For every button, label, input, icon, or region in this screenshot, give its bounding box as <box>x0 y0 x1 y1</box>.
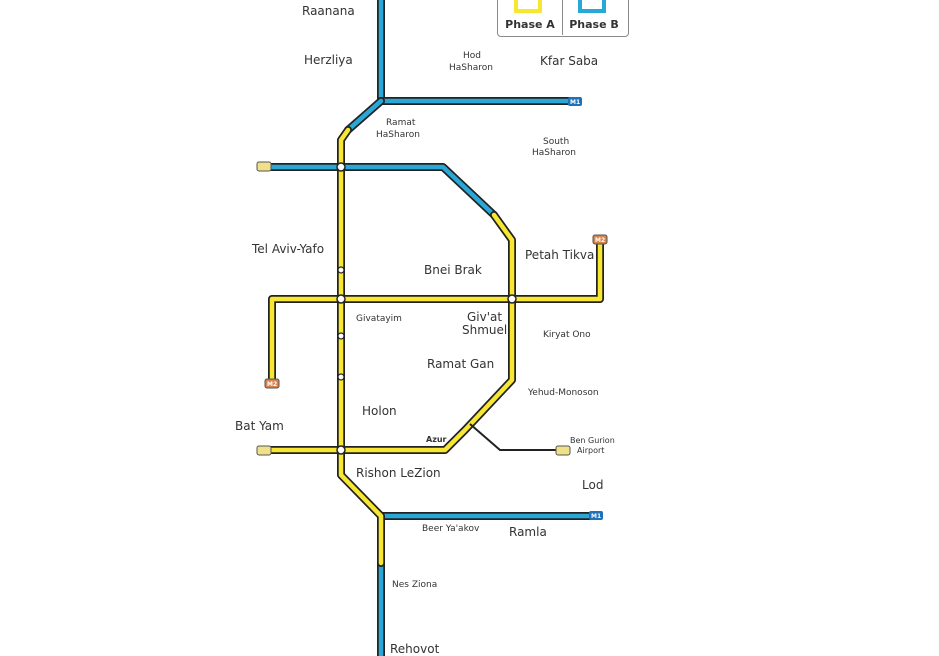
line-tag-m1 <box>589 511 603 520</box>
m1-line-north-link[interactable] <box>268 164 497 218</box>
line-tag-text: M1 <box>570 99 580 106</box>
city-label-givat-shmuel: Shmuel <box>462 323 507 337</box>
city-label-kfar-saba: Kfar Saba <box>540 54 598 68</box>
terminals <box>256 97 608 520</box>
city-label-lod: Lod <box>582 478 603 492</box>
legend-divider <box>562 0 563 35</box>
m1-line-north-curve[interactable] <box>345 98 384 133</box>
city-label-ramat-hasharon: HaSharon <box>376 130 420 140</box>
stations <box>336 162 517 455</box>
phase-a-label: Phase A <box>505 18 555 31</box>
station-marker[interactable] <box>336 162 346 172</box>
east-loop-line[interactable] <box>268 212 515 453</box>
station-marker[interactable] <box>507 294 517 304</box>
city-label-airport: Ben Gurion <box>570 436 615 445</box>
city-label-nes-ziona: Nes Ziona <box>392 580 437 590</box>
city-label-azur: Azur <box>426 435 447 444</box>
city-label-givat-shmuel: Giv'at <box>467 310 502 324</box>
m2-line-cross[interactable] <box>269 241 603 383</box>
legend-item-phase-b: Phase B <box>564 0 624 35</box>
city-label-bnei-brak: Bnei Brak <box>424 263 482 277</box>
city-label-airport: Airport <box>577 446 604 455</box>
city-label-herzliya: Herzliya <box>304 53 353 67</box>
city-label-rehovot: Rehovot <box>390 642 440 656</box>
city-label-beer-yaakov: Beer Ya'akov <box>422 524 480 534</box>
line-tag-m1 <box>568 97 582 106</box>
terminal-marker[interactable] <box>256 445 272 456</box>
airport-branch-line <box>469 423 556 451</box>
city-label-ramla: Ramla <box>509 525 547 539</box>
city-label-tel-aviv: Tel Aviv-Yafo <box>251 242 324 256</box>
city-label-hod: HaSharon <box>449 63 493 73</box>
m1-line-north-link-outline <box>267 163 498 219</box>
phase-a-lines <box>267 126 604 567</box>
station-marker[interactable] <box>337 332 345 340</box>
city-label-kiryat-ono: Kiryat Ono <box>543 330 591 340</box>
city-label-holon: Holon <box>362 404 397 418</box>
terminal-marker[interactable] <box>592 234 608 245</box>
city-labels: Raanana Herzliya Hod HaSharon Kfar Saba … <box>235 4 615 656</box>
terminal-marker[interactable] <box>264 378 280 389</box>
city-label-hod: Hod <box>463 51 481 61</box>
terminal-marker[interactable] <box>555 445 571 456</box>
terminal-marker[interactable] <box>256 161 272 172</box>
phase-b-label: Phase B <box>569 18 619 31</box>
phase-b-swatch <box>578 0 606 13</box>
city-label-rishon: Rishon LeZion <box>356 466 441 480</box>
line-tag-labels: M1 M1 M2 M2 <box>267 99 605 520</box>
city-label-yehud: Yehud-Monoson <box>527 388 599 398</box>
phase-b-lines <box>267 0 594 656</box>
line-tag-text: M2 <box>267 381 277 388</box>
station-marker[interactable] <box>336 294 346 304</box>
legend-item-phase-a: Phase A <box>500 0 560 35</box>
station-marker[interactable] <box>337 373 345 381</box>
city-label-givatayim: Givatayim <box>356 314 402 324</box>
city-label-petah-tikva: Petah Tikva <box>525 248 594 262</box>
legend: Phase A Phase B <box>497 0 629 37</box>
city-label-ramat-hasharon: Ramat <box>386 118 416 128</box>
main-line-trunk[interactable] <box>338 127 384 566</box>
city-label-raanana: Raanana <box>302 4 355 18</box>
line-tag-text: M2 <box>595 237 605 244</box>
station-marker[interactable] <box>337 266 345 274</box>
city-label-bat-yam: Bat Yam <box>235 419 284 433</box>
city-label-ramat-gan: Ramat Gan <box>427 357 494 371</box>
city-label-south-hasharon: HaSharon <box>532 148 576 158</box>
phase-a-swatch <box>514 0 542 13</box>
city-label-south-hasharon: South <box>543 137 569 147</box>
line-tag-text: M1 <box>591 513 601 520</box>
station-marker[interactable] <box>336 445 346 455</box>
